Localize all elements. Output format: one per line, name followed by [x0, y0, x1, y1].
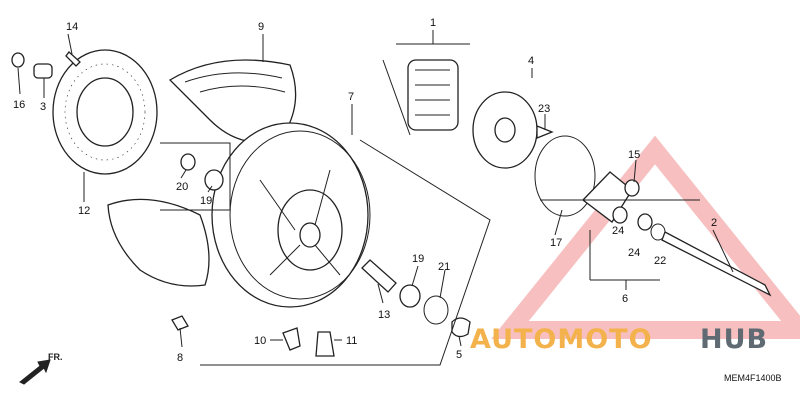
callout-24b: 24 — [628, 247, 640, 259]
callout-2: 2 — [711, 217, 717, 229]
callout-4: 4 — [528, 55, 534, 67]
callout-6: 6 — [622, 293, 628, 305]
callout-16: 16 — [13, 99, 25, 111]
callout-1: 1 — [430, 17, 436, 29]
assembly-outlines — [160, 59, 700, 366]
balance-weights — [171, 315, 335, 357]
callout-17: 17 — [550, 237, 562, 249]
driven-flange — [472, 91, 554, 169]
callout-21: 21 — [438, 261, 450, 273]
callout-10: 10 — [254, 335, 266, 347]
callout-13: 13 — [378, 309, 390, 321]
callout-14: 14 — [66, 21, 78, 33]
callout-numbers: 14 16 3 9 7 12 20 19 1 4 23 15 17 2 24 2… — [13, 17, 717, 364]
watermark-triangle — [491, 135, 800, 339]
front-direction-arrow: FR. — [19, 352, 63, 385]
callout-20: 20 — [176, 181, 188, 193]
callout-3: 3 — [40, 101, 46, 113]
leader-lines — [17, 30, 734, 348]
rear-axle — [661, 231, 772, 297]
callout-22: 22 — [654, 255, 666, 267]
tire-lower — [107, 198, 210, 287]
rear-wheel — [211, 122, 371, 308]
watermark-logo: AUTOMOTO HUB — [470, 324, 768, 355]
callout-23: 23 — [538, 103, 550, 115]
callout-18: 19 — [200, 195, 212, 207]
callout-5: 5 — [456, 349, 462, 361]
callout-24a: 24 — [612, 225, 624, 237]
damper-set — [407, 59, 459, 131]
left-bearings — [180, 153, 224, 191]
callout-8: 8 — [177, 352, 183, 364]
callout-12: 12 — [78, 205, 90, 217]
diagram-code: MEM4F1400B — [724, 373, 782, 383]
callout-7: 7 — [348, 91, 354, 103]
collar-and-nut — [11, 51, 81, 79]
flange-assembly — [582, 171, 666, 241]
callout-11: 11 — [346, 335, 357, 347]
callout-9: 9 — [258, 21, 264, 33]
callout-19b: 19 — [412, 253, 424, 265]
right-side-hardware — [361, 259, 471, 338]
brake-disc — [52, 49, 158, 175]
direction-label: FR. — [48, 352, 63, 362]
watermark-text-dark: HUB — [700, 324, 768, 355]
watermark-text-accent: AUTOMOTO — [470, 324, 653, 355]
o-ring — [534, 135, 596, 217]
callout-15: 15 — [628, 149, 640, 161]
